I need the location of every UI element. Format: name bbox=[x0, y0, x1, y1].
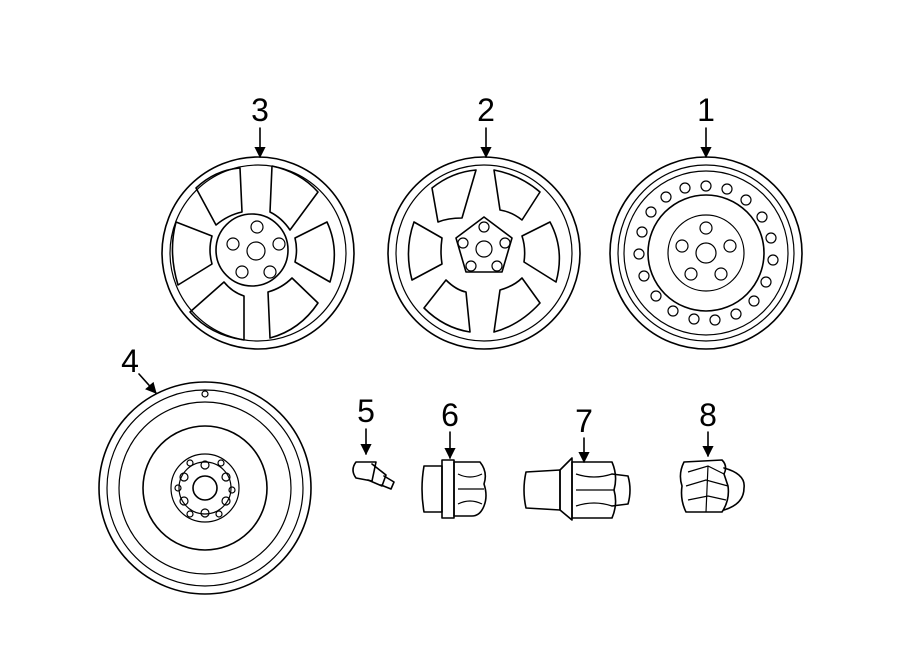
callout-label-6: 6 bbox=[441, 397, 459, 433]
wheel-part-2: 2 bbox=[387, 92, 581, 350]
wheel-part-1: 1 bbox=[609, 92, 803, 350]
callout-label-3: 3 bbox=[251, 92, 269, 128]
lug-nut-part-6: 6 bbox=[421, 397, 487, 519]
wheel-part-3: 3 bbox=[161, 92, 355, 350]
cap-nut-part-8: 8 bbox=[679, 397, 745, 513]
lug-nut-part-7: 7 bbox=[523, 403, 631, 521]
callout-label-5: 5 bbox=[357, 393, 375, 429]
wheel-part-4: 4 bbox=[98, 343, 312, 595]
callout-label-7: 7 bbox=[575, 403, 593, 439]
callout-label-2: 2 bbox=[477, 92, 495, 128]
callout-label-8: 8 bbox=[699, 397, 717, 433]
valve-stem-part-5: 5 bbox=[352, 393, 395, 490]
callout-label-4: 4 bbox=[121, 343, 139, 379]
callout-arrow-4 bbox=[138, 373, 157, 394]
callout-label-1: 1 bbox=[697, 92, 715, 128]
